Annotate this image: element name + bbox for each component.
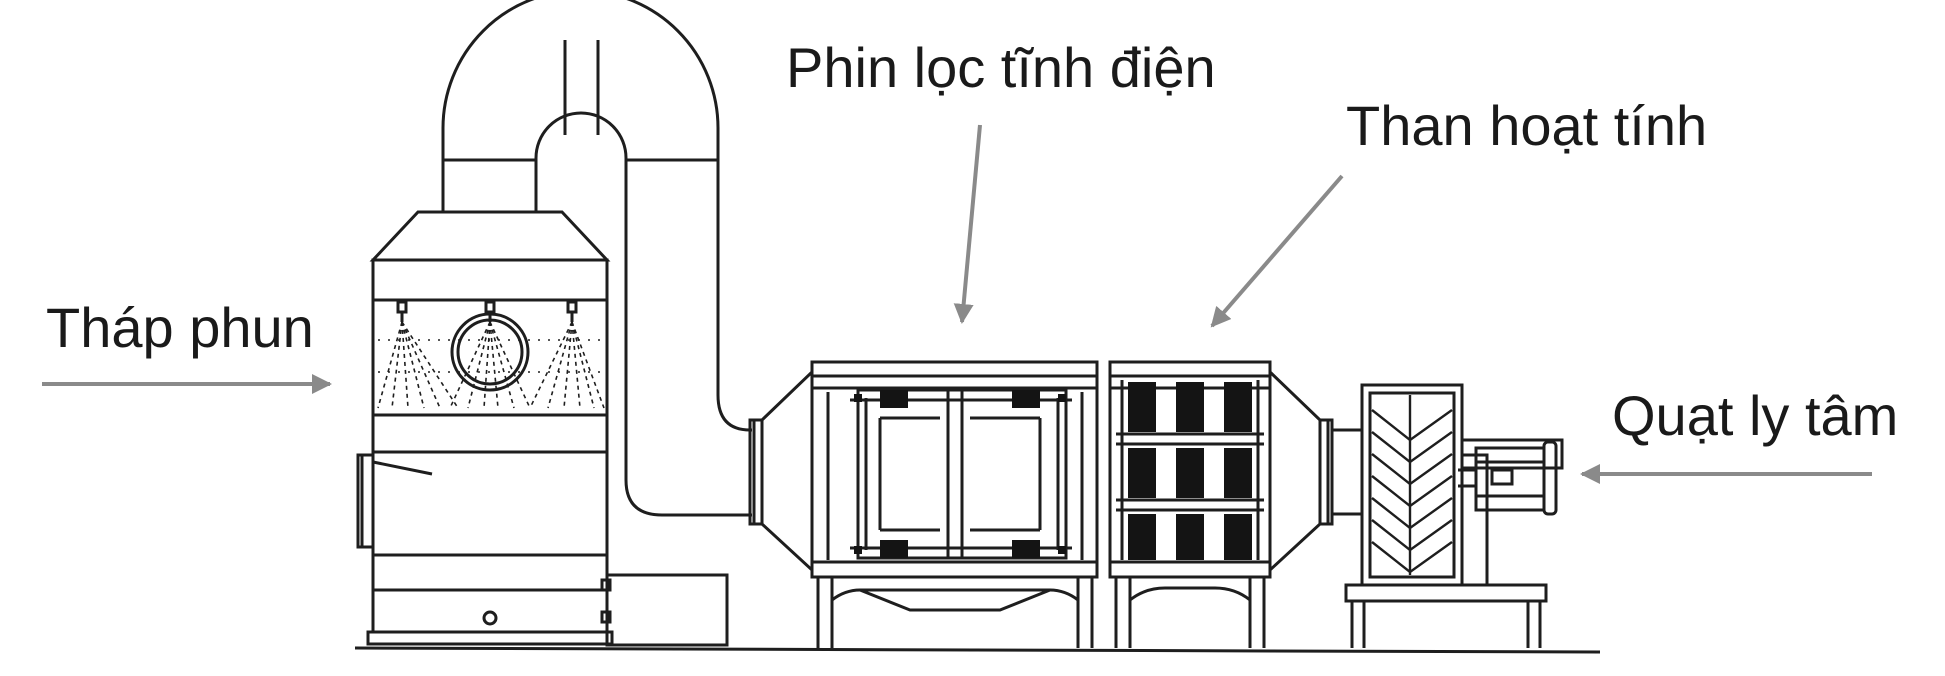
centrifugal-fan [1332, 383, 1564, 648]
fan-herringbone-pattern [1371, 395, 1453, 575]
arrow-electrostatic-filter [953, 124, 982, 324]
label-centrifugal-fan: Quạt ly tâm [1612, 384, 1899, 447]
spray-tower [356, 210, 614, 646]
callout-arrows [42, 124, 1872, 484]
activated-carbon-box [1108, 360, 1334, 648]
spray-pattern [377, 321, 605, 409]
label-spray-tower: Tháp phun [46, 296, 314, 359]
label-activated-carbon: Than hoạt tính [1346, 94, 1708, 157]
electrostatic-filter [760, 360, 1099, 648]
label-electrostatic-filter: Phin lọc tĩnh điện [786, 36, 1216, 99]
electrode-blocks [854, 390, 1066, 558]
carbon-cartridges [1128, 382, 1252, 560]
ground-line [354, 646, 1601, 654]
ductwork [441, 0, 764, 647]
arrow-activated-carbon [1210, 174, 1344, 328]
